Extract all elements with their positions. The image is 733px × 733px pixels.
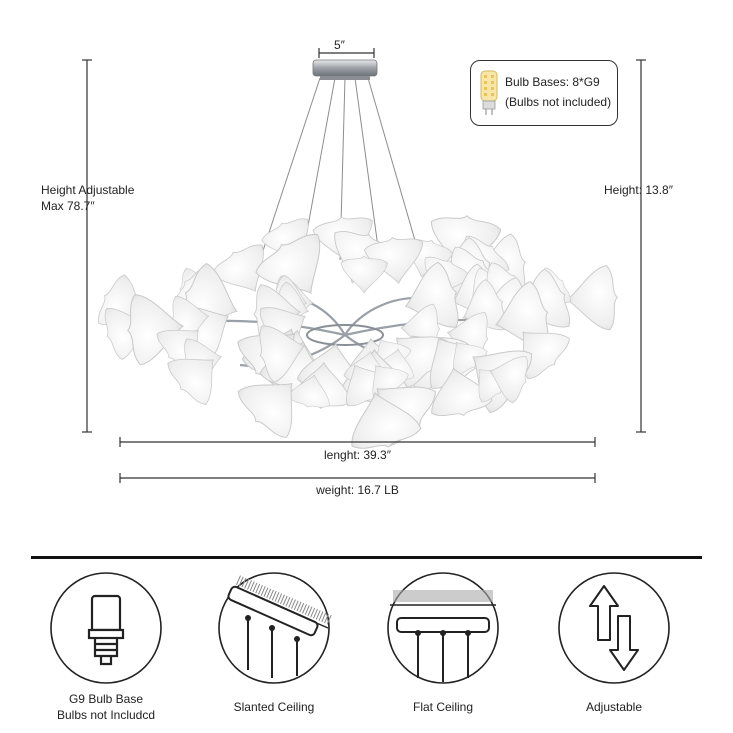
gingko-leaf bbox=[489, 356, 528, 404]
feature-label-slanted: Slanted Ceiling bbox=[233, 700, 315, 714]
height-label: Height: 13.8″ bbox=[604, 183, 673, 197]
gingko-leaf bbox=[404, 261, 459, 328]
gingko-leaf bbox=[259, 325, 306, 383]
feature-label-adjustable: Adjustable bbox=[585, 700, 643, 714]
gingko-leaf bbox=[340, 255, 388, 294]
bulb-bases-text: Bulb Bases: 8*G9 bbox=[505, 75, 600, 89]
gingko-leaf bbox=[167, 358, 214, 405]
weight-label: weight: 16.7 LB bbox=[316, 483, 399, 497]
gingko-leaves bbox=[98, 215, 618, 449]
gingko-leaf bbox=[287, 374, 330, 408]
section-divider bbox=[31, 556, 702, 559]
g9-bulb-base-icon bbox=[50, 572, 162, 684]
length-label: lenght: 39.3″ bbox=[324, 448, 391, 462]
top-width-label: 5″ bbox=[334, 38, 345, 52]
bulb-info-box: Bulb Bases: 8*G9 (Bulbs not included) bbox=[470, 60, 618, 126]
feature-icons bbox=[50, 572, 670, 684]
gingko-leaf bbox=[237, 382, 293, 438]
flat-ceiling-icon bbox=[387, 572, 499, 684]
gingko-leaf bbox=[127, 294, 184, 366]
slanted-ceiling-icon bbox=[218, 572, 332, 684]
feature-label-g9: G9 Bulb Base bbox=[68, 692, 144, 706]
gingko-leaf bbox=[351, 391, 422, 449]
chandelier-illustration bbox=[82, 48, 646, 483]
g9-bulb-icon bbox=[480, 70, 498, 115]
gingko-leaf bbox=[565, 265, 618, 331]
adjustable-arrows-icon bbox=[558, 572, 670, 684]
height-adjustable-max-label: Max 78.7″ bbox=[41, 199, 95, 213]
feature-label-g9-note: Bulbs not Includcd bbox=[56, 708, 156, 722]
ceiling-canopy bbox=[312, 59, 378, 80]
bulbs-not-included-text: (Bulbs not included) bbox=[505, 95, 612, 109]
gingko-leaf bbox=[452, 341, 488, 375]
gingko-leaf bbox=[255, 234, 321, 294]
feature-label-flat: Flat Ceiling bbox=[412, 700, 474, 714]
dimension-lines bbox=[82, 48, 646, 483]
height-adjustable-label: Height Adjustable bbox=[41, 183, 135, 197]
gingko-leaf bbox=[211, 244, 264, 292]
